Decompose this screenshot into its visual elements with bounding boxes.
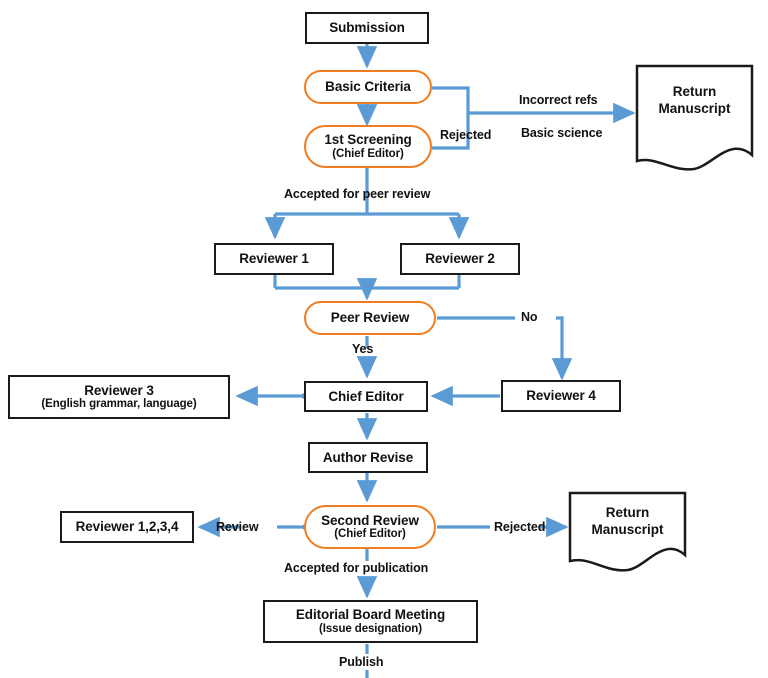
edge-label-review: Review — [216, 520, 259, 534]
edge-label-yes: Yes — [352, 342, 374, 356]
node-submission-label: Submission — [329, 20, 405, 36]
node-reviewer-3[interactable]: Reviewer 3 (English grammar, language) — [8, 375, 230, 419]
node-second-review-label: Second Review — [321, 512, 419, 528]
node-return-manuscript-1-label: Return — [672, 84, 717, 99]
node-reviewers-1234[interactable]: Reviewer 1,2,3,4 — [60, 511, 194, 543]
edge-label-rejected-1: Rejected — [440, 128, 492, 142]
edge-no-to-reviewer4 — [551, 316, 573, 381]
edge-label-accepted-for-peer-review: Accepted for peer review — [284, 187, 431, 201]
node-reviewer-1[interactable]: Reviewer 1 — [214, 243, 334, 275]
node-reviewer-3-sublabel: (English grammar, language) — [41, 398, 197, 411]
edge-label-accepted-for-publication: Accepted for publication — [284, 561, 429, 575]
node-first-screening-sublabel: (Chief Editor) — [332, 147, 404, 160]
edge-basic-rejected — [432, 86, 470, 113]
node-reviewer-1-label: Reviewer 1 — [239, 251, 309, 267]
node-chief-editor-label: Chief Editor — [328, 388, 404, 404]
node-basic-criteria[interactable]: Basic Criteria — [304, 70, 432, 104]
return-manuscript-2-shape — [568, 491, 687, 572]
node-submission[interactable]: Submission — [305, 12, 429, 44]
node-return-manuscript-2-sublabel: Manuscript — [591, 522, 664, 537]
node-chief-editor[interactable]: Chief Editor — [304, 381, 428, 412]
node-return-manuscript-2-label: Return — [605, 505, 650, 520]
node-first-screening-label: 1st Screening — [324, 132, 412, 148]
node-reviewer-3-label: Reviewer 3 — [84, 382, 154, 398]
node-editorial-board-meeting-sublabel: (Issue designation) — [319, 622, 422, 635]
node-author-revise[interactable]: Author Revise — [308, 442, 428, 473]
node-reviewer-4[interactable]: Reviewer 4 — [501, 380, 621, 412]
node-second-review[interactable]: Second Review (Chief Editor) — [304, 505, 436, 549]
node-reviewer-2[interactable]: Reviewer 2 — [400, 243, 520, 275]
edge-label-basic-science: Basic science — [521, 126, 603, 140]
node-editorial-board-meeting[interactable]: Editorial Board Meeting (Issue designati… — [263, 600, 478, 643]
edge-label-rejected-2: Rejected — [494, 520, 546, 534]
node-first-screening[interactable]: 1st Screening (Chief Editor) — [304, 125, 432, 168]
node-reviewer-2-label: Reviewer 2 — [425, 251, 495, 267]
node-editorial-board-meeting-label: Editorial Board Meeting — [295, 607, 446, 623]
edge-screening-rejected — [432, 113, 470, 150]
return-manuscript-1-shape — [635, 64, 754, 171]
node-return-manuscript-2[interactable]: Return Manuscript — [570, 493, 685, 577]
node-peer-review[interactable]: Peer Review — [304, 301, 436, 335]
node-author-revise-label: Author Revise — [322, 449, 414, 465]
node-peer-review-label: Peer Review — [330, 310, 410, 326]
node-second-review-sublabel: (Chief Editor) — [334, 528, 406, 541]
node-reviewers-1234-label: Reviewer 1,2,3,4 — [75, 519, 179, 535]
node-return-manuscript-1[interactable]: Return Manuscript — [637, 66, 752, 172]
edge-label-publish: Publish — [339, 655, 384, 669]
node-reviewer-4-label: Reviewer 4 — [526, 388, 596, 404]
node-return-manuscript-1-sublabel: Manuscript — [658, 101, 731, 116]
edge-label-incorrect-refs: Incorrect refs — [519, 93, 598, 107]
edge-label-no: No — [521, 310, 538, 324]
node-basic-criteria-label: Basic Criteria — [325, 79, 411, 95]
